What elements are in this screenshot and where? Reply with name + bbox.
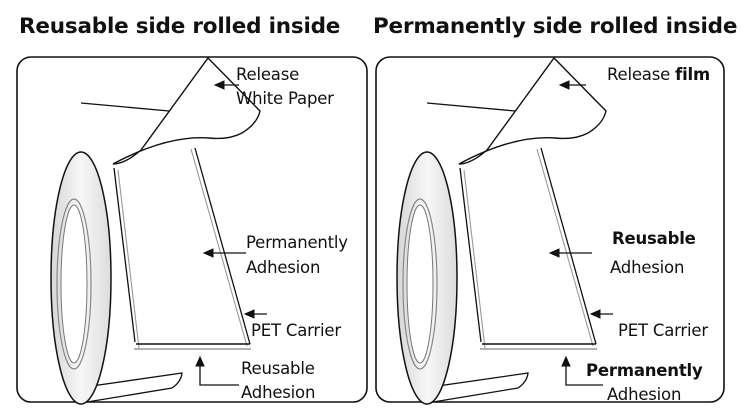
arrow-pet-carrier xyxy=(243,309,267,319)
label-adhesion-middle: Adhesion xyxy=(610,258,685,277)
tape-left-edge xyxy=(113,167,136,343)
label-permanently: Permanently xyxy=(586,361,703,380)
tape-right-edge-carrier xyxy=(190,148,248,347)
tape-left-edge xyxy=(459,167,482,343)
arrow-reusable-adhesion xyxy=(195,355,239,386)
roll-core-inner xyxy=(406,204,434,364)
diagram-title-permanent-inside: Permanently side rolled inside xyxy=(373,14,738,39)
tape-strip-back xyxy=(117,148,248,346)
label-white-paper: White Paper xyxy=(236,89,334,108)
roll-core-outer xyxy=(402,198,438,370)
arrow-reusable-adhesion xyxy=(548,248,592,258)
label-release: Release xyxy=(236,65,300,84)
label-adhesion-middle: Adhesion xyxy=(246,258,321,277)
label-film-bold: film xyxy=(675,65,711,84)
label-release-film: Release film xyxy=(607,64,710,86)
panel-frame xyxy=(16,56,368,403)
roll-core-inner xyxy=(60,204,88,364)
arrow-permanent-adhesion xyxy=(561,355,603,386)
arrow-permanent-adhesion xyxy=(202,248,246,258)
roll-top-wrap xyxy=(80,102,170,112)
roll-bottom-wrap xyxy=(79,372,183,404)
label-pet-carrier: PET Carrier xyxy=(251,321,341,340)
tape-right-edge xyxy=(194,147,251,345)
label-reusable: Reusable xyxy=(612,229,696,248)
label-release-normal: Release xyxy=(607,65,676,84)
tape-roll-illustration xyxy=(16,56,368,405)
arrow-pet-carrier xyxy=(589,309,613,319)
label-adhesion-bottom: Adhesion xyxy=(241,383,316,402)
tape-left-edge-carrier xyxy=(463,169,486,349)
tape-strip-back xyxy=(463,148,594,346)
label-adhesion-bottom: Adhesion xyxy=(607,385,682,404)
release-film xyxy=(458,56,607,165)
tape-roll-illustration xyxy=(375,56,725,405)
roll-core-outer xyxy=(56,198,92,370)
roll-top-wrap xyxy=(426,102,516,112)
tape-right-edge xyxy=(540,147,597,345)
panel-frame xyxy=(375,56,725,403)
label-pet-carrier: PET Carrier xyxy=(618,321,708,340)
label-reusable: Reusable xyxy=(241,359,315,378)
arrow-release xyxy=(213,80,239,90)
tape-right-edge-carrier xyxy=(536,148,594,347)
tape-left-edge-carrier xyxy=(117,169,140,349)
diagram-panel-permanent-inside: Release film Reusable Adhesion PET Carri… xyxy=(375,56,733,405)
arrow-release xyxy=(558,80,586,90)
diagram-title-reusable-inside: Reusable side rolled inside xyxy=(19,14,341,39)
label-permanently: Permanently xyxy=(246,233,348,252)
roll-bottom-wrap xyxy=(425,372,529,404)
diagram-panel-reusable-inside: Release White Paper Permanently Adhesion… xyxy=(16,56,369,405)
